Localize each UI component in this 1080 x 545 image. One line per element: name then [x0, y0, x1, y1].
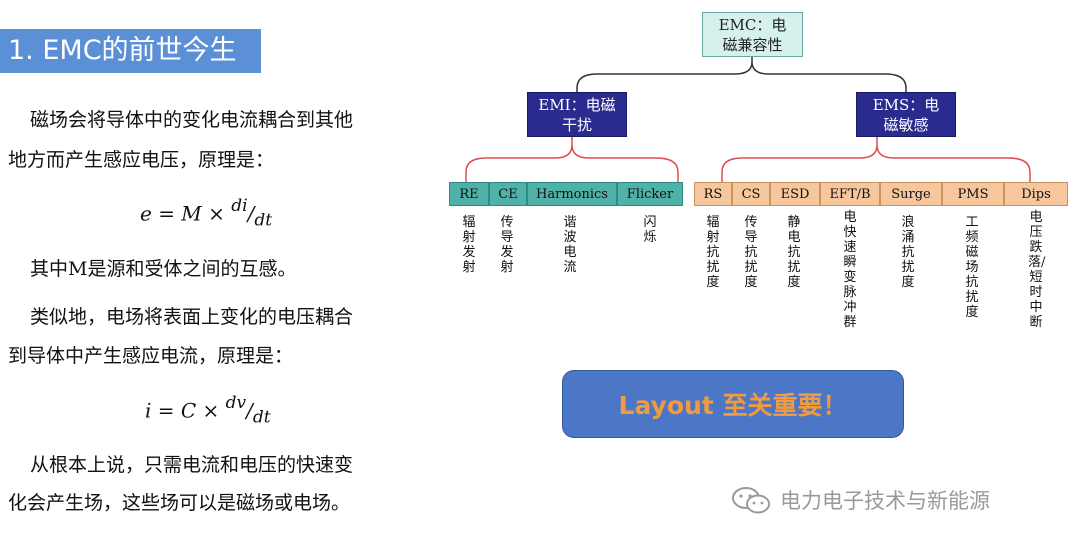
text-line: 类似地，电场将表面上变化的电压耦合 — [30, 306, 354, 328]
layout-callout: Layout 至关重要！ — [562, 370, 904, 438]
formula-numerator: dv — [225, 393, 247, 413]
ems-node: EMS：电 磁敏感 — [856, 92, 956, 137]
desc-flicker: 闪烁 — [643, 215, 657, 245]
formula-lhs: i = C × — [145, 398, 220, 423]
desc-harmonics: 谐波电流 — [563, 215, 577, 275]
emc-line1: EMC：电 — [718, 15, 787, 34]
text-line: 从根本上说，只需电流和电压的快速变 — [30, 454, 354, 476]
desc-rs: 辐射抗扰度 — [706, 215, 720, 290]
emi-line2: 干扰 — [561, 115, 592, 134]
root-bracket — [576, 57, 907, 92]
desc-ce: 传导发射 — [500, 215, 514, 275]
formula-denominator: dt — [254, 210, 273, 231]
text-line: 化会产生场，这些场可以是磁场或电场。 — [8, 492, 351, 514]
formula-lhs: e = M × — [140, 201, 225, 226]
paragraph-fundamental-cont: 化会产生场，这些场可以是磁场或电场。 — [8, 483, 350, 523]
ems-line2: 磁敏感 — [883, 115, 929, 134]
text-line: 到导体中产生感应电流，原理是： — [8, 345, 294, 367]
ems-cell-dips: Dips — [1004, 182, 1068, 206]
emc-node: EMC：电 磁兼容性 — [702, 12, 803, 57]
wechat-icon — [732, 487, 770, 514]
paragraph-electric-cont: 到导体中产生感应电流，原理是： — [8, 336, 293, 376]
emi-bracket — [465, 137, 679, 182]
ems-cell-esd: ESD — [770, 182, 820, 206]
desc-dips: 电压跌落/短时中断 — [1028, 210, 1046, 330]
ems-cell-pms: PMS — [942, 182, 1004, 206]
formula-voltage: e = M × di/dt — [140, 196, 273, 231]
watermark-text: 电力电子技术与新能源 — [780, 489, 990, 513]
emc-line2: 磁兼容性 — [722, 35, 783, 54]
ems-cell-cs: CS — [732, 182, 770, 206]
ems-cell-eftb: EFT/B — [820, 182, 880, 206]
text-line: 其中M是源和受体之间的互感。 — [30, 258, 297, 280]
emi-cell-harmonics: Harmonics — [527, 182, 617, 206]
ems-cell-surge: Surge — [880, 182, 942, 206]
emi-cell-flicker: Flicker — [617, 182, 683, 206]
ems-cell-rs: RS — [694, 182, 732, 206]
formula-numerator: di — [231, 196, 248, 216]
paragraph-magnetic-cont: 地方而产生感应电压，原理是： — [8, 140, 274, 180]
emi-node: EMI：电磁 干扰 — [527, 92, 627, 137]
paragraph-mutual: 其中M是源和受体之间的互感。 — [30, 249, 296, 289]
paragraph-magnetic: 磁场会将导体中的变化电流耦合到其他 — [30, 100, 353, 140]
emi-cell-re: RE — [449, 182, 489, 206]
formula-current: i = C × dv/dt — [145, 393, 271, 428]
text-line: 磁场会将导体中的变化电流耦合到其他 — [30, 109, 354, 131]
ems-line1: EMS：电 — [872, 95, 940, 114]
page-title: 1. EMC的前世今生 — [0, 29, 261, 73]
emi-cell-ce: CE — [489, 182, 527, 206]
desc-cs: 传导抗扰度 — [744, 215, 758, 290]
ems-bracket — [721, 137, 1031, 182]
text-line: 地方而产生感应电压，原理是： — [8, 149, 275, 171]
desc-pms: 工频磁场抗扰度 — [965, 215, 979, 320]
desc-surge: 浪涌抗扰度 — [901, 215, 915, 290]
desc-eftb: 电快速瞬变脉冲群 — [843, 210, 857, 330]
paragraph-fundamental: 从根本上说，只需电流和电压的快速变 — [30, 445, 353, 485]
desc-esd: 静电抗扰度 — [787, 215, 801, 290]
paragraph-electric: 类似地，电场将表面上变化的电压耦合 — [30, 297, 353, 337]
desc-re: 辐射发射 — [462, 215, 476, 275]
watermark: 电力电子技术与新能源 — [730, 480, 990, 520]
emi-line1: EMI：电磁 — [538, 95, 616, 114]
formula-denominator: dt — [252, 407, 271, 428]
